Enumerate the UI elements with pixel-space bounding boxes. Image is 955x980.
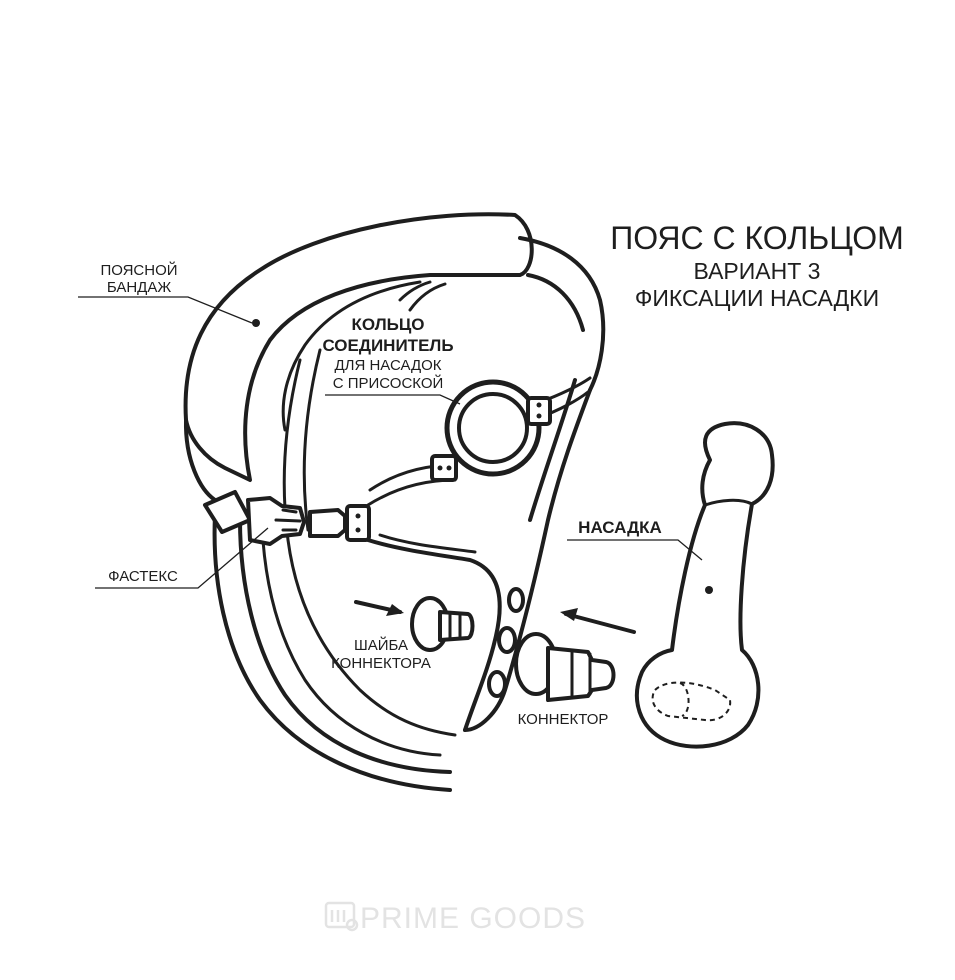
ring-connector	[430, 379, 552, 482]
label-buckle: ФАСТЕКС	[108, 568, 178, 585]
arrow-to-connector	[560, 608, 636, 634]
label-washer-1: ШАЙБА	[354, 636, 408, 654]
label-washer-2: КОННЕКТОРА	[331, 655, 431, 672]
leg-straps	[212, 348, 457, 792]
label-attachment: НАСАДКА	[578, 518, 662, 537]
watermark-text: PRIME GOODS	[360, 902, 586, 935]
label-ring-1: КОЛЬЦО	[352, 315, 425, 334]
watermark: PRIME GOODS	[324, 901, 586, 935]
label-waist-band-1: ПОЯСНОЙ	[100, 261, 177, 279]
watermark-logo-icon	[324, 901, 359, 932]
buckle	[203, 490, 371, 546]
waist-band	[183, 212, 606, 502]
title-line-1: ПОЯС С КОЛЬЦОМ	[610, 220, 904, 256]
connector	[514, 632, 616, 702]
label-ring-3: ДЛЯ НАСАДОК	[334, 357, 441, 374]
leader-lines	[78, 296, 703, 589]
label-waist-band-2: БАНДАЖ	[107, 279, 172, 296]
label-connector: КОННЕКТОР	[518, 711, 609, 728]
title-line-2: ВАРИАНТ 3	[694, 258, 821, 284]
connector-washer	[410, 596, 475, 652]
label-ring-4: С ПРИСОСКОЙ	[333, 374, 444, 392]
attachment	[634, 421, 775, 749]
arrow-to-washer	[354, 600, 404, 616]
title-line-3: ФИКСАЦИИ НАСАДКИ	[635, 285, 879, 311]
label-ring-2: СОЕДИНИТЕЛЬ	[322, 336, 453, 355]
